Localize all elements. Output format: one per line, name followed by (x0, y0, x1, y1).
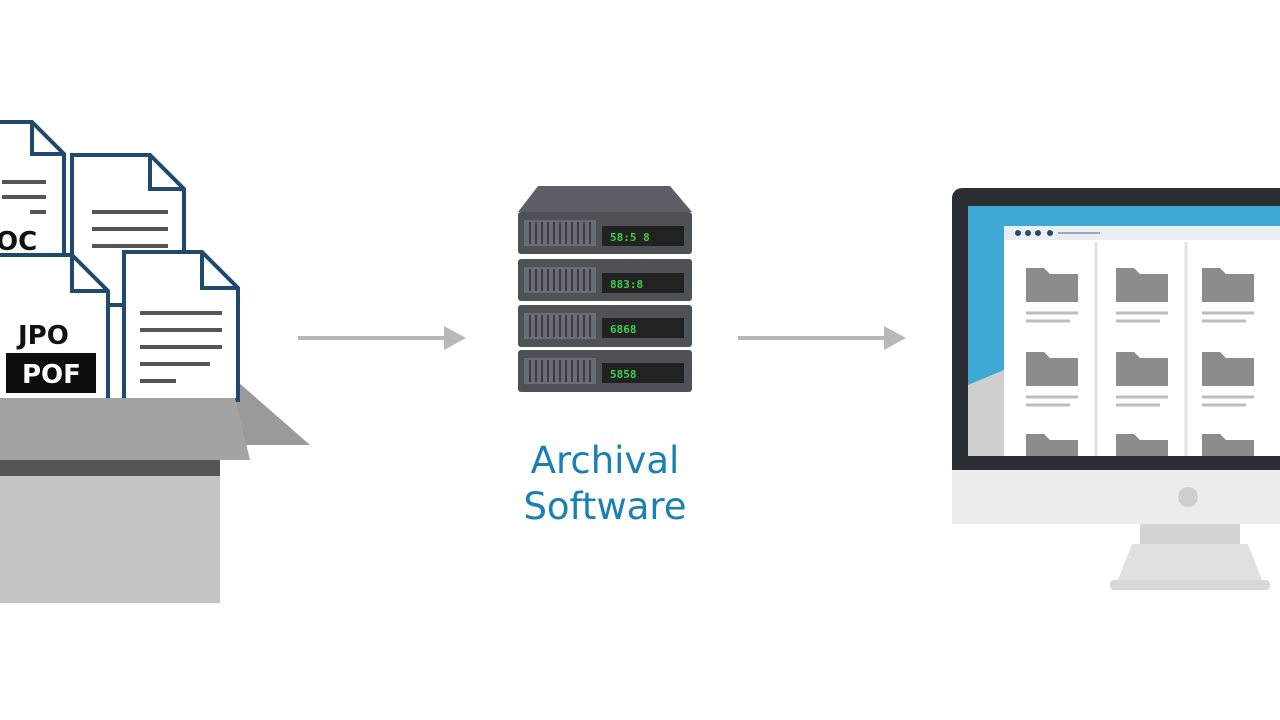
server-led-code: 883:8 (610, 278, 643, 291)
server-unit: 58:5 8 (518, 212, 692, 254)
folder-icon (1116, 352, 1168, 407)
document-icon: JPO POF (0, 253, 110, 402)
document-stack: OC JPO POF (0, 120, 240, 402)
archival-software-label-line1: Archival (530, 439, 680, 482)
monitor-power-button (1178, 487, 1198, 507)
folder-icon (1026, 434, 1078, 456)
folder-icon (1202, 434, 1254, 456)
document-icon (122, 250, 240, 402)
server-led-code: 5858 (610, 368, 637, 381)
document-icon: OC (0, 120, 66, 272)
doc-label-pof: POF (22, 360, 81, 390)
server-unit: 883:8 (518, 259, 692, 301)
monitor-icon (952, 188, 1280, 590)
folder-icon (1202, 268, 1254, 323)
arrow-right-icon (298, 326, 466, 350)
archive-box-lid (0, 398, 250, 460)
server-led-code: 58:5 8 (610, 231, 650, 244)
archival-software-label: Archival Software (455, 438, 755, 530)
folder-icon (1116, 268, 1168, 323)
server-unit: 6868 (518, 305, 692, 347)
arrow-right-icon (738, 326, 906, 350)
folder-icon (1202, 352, 1254, 407)
server-icon: 58:5 8 883:8 (518, 186, 692, 392)
server-led-code: 6868 (610, 323, 637, 336)
folder-icon (1026, 352, 1078, 407)
server-unit: 5858 (518, 350, 692, 392)
folder-icon (1116, 434, 1168, 456)
folder-icon (1026, 268, 1078, 323)
archive-box-icon (0, 375, 310, 603)
archival-software-label-line2: Software (523, 485, 687, 528)
doc-label-jpo: JPO (16, 321, 69, 351)
doc-label-oc: OC (0, 227, 37, 257)
